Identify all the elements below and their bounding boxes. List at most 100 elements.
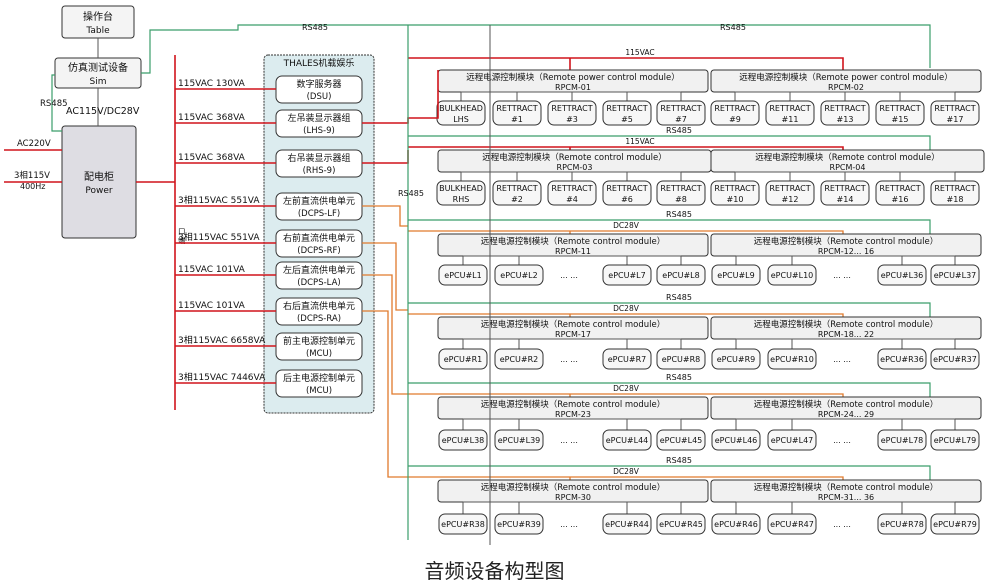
rpcm-id: RPCM-17 xyxy=(555,330,591,339)
child-unit: ePCU#L79 xyxy=(930,419,980,451)
rpcm-title: 远程电源控制模块（Remote control module） xyxy=(481,319,666,330)
child-unit-line-2: #4 xyxy=(566,195,578,204)
rs485-left-label: RS485 xyxy=(40,99,68,109)
child-unit-line-2: #15 xyxy=(892,115,909,124)
child-unit: RETTRACT#18 xyxy=(930,172,980,206)
row-power-label: 115VAC xyxy=(625,48,654,57)
thales-unit-code: (RHS-9) xyxy=(303,166,336,176)
child-unit-label: ePCU#L78 xyxy=(881,436,924,445)
child-unit: RETTRACT#10 xyxy=(710,172,760,206)
row-power-label: DC28V xyxy=(613,467,640,476)
ellipsis: ... ... xyxy=(560,520,578,529)
row-power-label: DC28V xyxy=(613,221,640,230)
thales-unit-power: 115VAC 368VA xyxy=(178,153,246,163)
rpcm-rpcm-03: 远程电源控制模块（Remote control module）RPCM-03BU… xyxy=(436,149,712,206)
child-unit-line-1: RETTRACT xyxy=(714,184,755,193)
child-unit: RETTRACT#1 xyxy=(492,92,542,126)
thales-unit-name: 前主电源控制单元 xyxy=(283,335,355,347)
child-unit-line-1: RETTRACT xyxy=(824,184,865,193)
ellipsis: ... ... xyxy=(833,520,851,529)
rpcm-rpcm-17: 远程电源控制模块（Remote control module）RPCM-17 eP… xyxy=(437,316,709,370)
sim-label-cn: 仿真测试设备 xyxy=(68,61,128,74)
child-unit: RETTRACT#4 xyxy=(547,172,597,206)
rpcm-title: 远程电源控制模块（Remote control module） xyxy=(482,152,667,163)
child-unit: ePCU#R1 xyxy=(438,339,488,370)
ellipsis: ... ... xyxy=(833,271,851,280)
rpcm-row-1: 115VAC 远程电源控制模块（Remote power control modu… xyxy=(408,48,982,126)
rpcm-rpcm-18-22: 远程电源控制模块（Remote control module）RPCM-18..… xyxy=(710,316,982,370)
rpcm-id: RPCM-31... 36 xyxy=(818,493,874,502)
rpcm-title: 远程电源控制模块（Remote control module） xyxy=(754,399,939,410)
child-unit: ePCU#L1 xyxy=(438,256,488,286)
child-unit: ePCU#L78 xyxy=(877,419,927,451)
child-unit-line-2: #12 xyxy=(782,195,799,204)
child-unit: ePCU#R36 xyxy=(877,339,927,370)
thales-unit-name: 右后直流供电单元 xyxy=(283,300,355,312)
child-unit-line-1: RETTRACT xyxy=(824,104,865,113)
child-unit-label: ePCU#L79 xyxy=(934,436,977,445)
rpcm-title: 远程电源控制模块（Remote power control module） xyxy=(739,72,953,83)
child-unit-label: ePCU#L36 xyxy=(881,271,924,280)
child-unit: RETTRACT #6 xyxy=(602,172,652,206)
child-unit: ePCU#L47 xyxy=(767,419,817,451)
rpcm-title: 远程电源控制模块（Remote control module） xyxy=(755,152,940,163)
feed-line-5 xyxy=(362,274,408,395)
child-unit-label: ePCU#R78 xyxy=(880,520,924,529)
child-unit: ePCU#R2 xyxy=(494,339,544,370)
thales-unit-3: 右吊装显示器组 (RHS-9) 115VAC 368VA xyxy=(175,149,363,178)
ellipsis: ... ... xyxy=(833,355,851,364)
child-unit-label: ePCU#L8 xyxy=(662,271,699,280)
feed-line-3 xyxy=(362,205,408,227)
child-unit-line-2: #17 xyxy=(947,115,964,124)
ellipsis: ... ... xyxy=(833,436,851,445)
rpcm-title: 远程电源控制模块（Remote control module） xyxy=(481,236,666,247)
child-unit-label: ePCU#L9 xyxy=(717,271,754,280)
child-unit-label: ePCU#R1 xyxy=(444,355,483,364)
child-unit: ePCU#L44 xyxy=(602,419,652,451)
child-unit-line-2: #6 xyxy=(621,195,633,204)
thales-unit-code: (MCU) xyxy=(306,349,332,359)
child-unit-label: ePCU#L7 xyxy=(608,271,645,280)
rpcm-id: RPCM-11 xyxy=(555,247,591,256)
rpcm-id: RPCM-04 xyxy=(830,163,866,172)
sim-box: 仿真测试设备 Sim xyxy=(54,57,142,89)
child-unit: RETTRACT #16 xyxy=(875,172,925,206)
child-unit-line-1: RETTRACT xyxy=(606,104,647,113)
sim-label-en: Sim xyxy=(90,77,107,87)
thales-unit-7: 右后直流供电单元(DCPS-RA)115VAC 101VA xyxy=(175,297,363,326)
input-400hz-label: 400Hz xyxy=(20,182,45,191)
ac115-dc28-label: AC115V/DC28V xyxy=(66,106,140,117)
row-power-label: DC28V xyxy=(613,384,640,393)
child-unit: RETTRACT#7 xyxy=(656,92,706,126)
table-label-en: Table xyxy=(85,26,110,36)
child-unit-label: ePCU#R37 xyxy=(933,355,977,364)
child-unit: RETTRACT#9 xyxy=(710,92,760,126)
child-unit-label: ePCU#R8 xyxy=(662,355,701,364)
child-unit-label: ePCU#R36 xyxy=(880,355,924,364)
child-unit: ePCU#L2 xyxy=(494,256,544,286)
thales-unit-name: 右吊装显示器组 xyxy=(287,152,350,164)
child-unit-line-2: #2 xyxy=(511,195,523,204)
thales-unit-code: (DCPS-LA) xyxy=(297,278,340,288)
child-unit: ePCU#L39 xyxy=(494,419,544,451)
child-unit: RETTRACT#17 xyxy=(930,92,980,126)
child-unit-line-1: RETTRACT xyxy=(606,184,647,193)
thales-unit-name: 左吊装显示器组 xyxy=(287,112,350,124)
child-unit: RETTRACT#5 xyxy=(602,92,652,126)
child-unit: ePCU#R79 xyxy=(930,502,980,535)
child-unit-line-1: RETTRACT xyxy=(879,104,920,113)
rpcm-id: RPCM-18... 22 xyxy=(818,330,874,339)
child-unit-line-1: RETTRACT xyxy=(879,184,920,193)
child-unit: ePCU#R46 xyxy=(711,502,761,535)
thales-unit-power: 3相115VAC 551VA xyxy=(178,231,260,243)
rs485-top-label-2: RS485 xyxy=(720,23,746,32)
thales-unit-1: 数字服务器(DSU)115VAC 130VA xyxy=(175,75,363,104)
child-unit: RETTRACT#11 xyxy=(765,92,815,126)
power-cabinet-box: 配电柜 Power xyxy=(61,125,137,239)
child-unit-line-2: #16 xyxy=(892,195,909,204)
rpcm-rpcm-24-29: 远程电源控制模块（Remote control module）RPCM-24..… xyxy=(710,396,982,451)
